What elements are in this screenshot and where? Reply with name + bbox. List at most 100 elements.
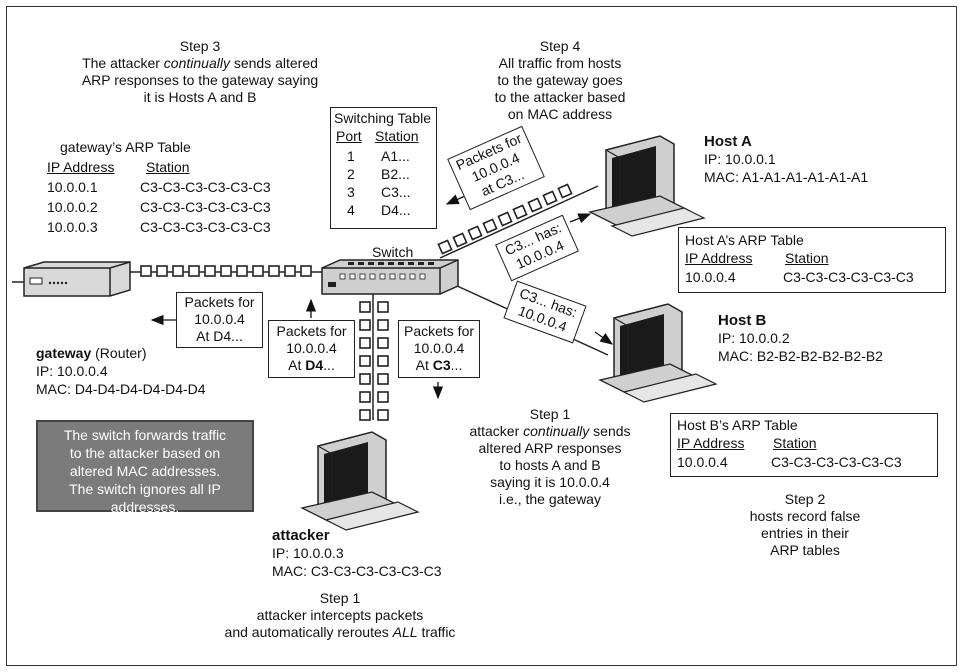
step1-right-line1-emphasis: continually [523,423,590,439]
host-a-name: Host A [704,133,752,150]
host-a-arp-col-station: Station [785,250,829,266]
gateway-arp-row3-ip: 10.0.0.3 [47,219,98,235]
diagram-border [6,6,957,666]
packets-attacker-down-line3-post: ... [450,357,463,373]
step2-line3: ARP tables [770,542,840,558]
packets-attacker-up-line2: 10.0.0.4 [286,340,337,356]
step4-line4: on MAC address [507,106,613,122]
note-line4: The switch ignores all IP [69,481,221,497]
packets-gateway-line1: Packets for [184,294,255,310]
packets-gateway-line2: 10.0.0.4 [194,311,245,327]
note-line2: to the attacker based on [69,445,221,461]
switching-table-row4-port: 4 [347,202,355,218]
step3-line1-post: sends altered [229,55,318,71]
gateway-mac: MAC: D4-D4-D4-D4-D4-D4 [36,381,206,397]
step4-line2: to the gateway goes [497,72,623,88]
packets-gateway-line3: At D4... [196,328,243,344]
step4-line1: All traffic from hosts [498,55,622,71]
step1-right-line1: attacker continually sends [440,423,660,440]
attacker-computer-icon [300,431,420,531]
step1-right-line3: to hosts A and B [499,457,601,473]
cable-switch-hostA [439,185,599,259]
packets-attacker-up-line3-pre: At [288,357,306,373]
attacker-mac: MAC: C3-C3-C3-C3-C3-C3 [272,563,442,579]
step3-line1-emphasis: continually [163,55,230,71]
arrow-packets-hostA [445,194,466,205]
switching-table-row4-station: D4... [381,202,411,218]
step3-line2: ARP responses to the gateway saying [81,72,319,88]
step1-right-line2: altered ARP responses [478,440,622,456]
packets-attacker-up-line1: Packets for [276,323,347,339]
host-a-arp-station: C3-C3-C3-C3-C3-C3 [783,269,914,285]
gateway-arp-row2-ip: 10.0.0.2 [47,199,98,215]
step1-right-title: Step 1 [529,406,571,422]
step1-right-line5: i.e., the gateway [499,491,601,507]
switching-table-row1-station: A1... [381,148,410,164]
step3-line3: it is Hosts A and B [143,89,257,105]
host-b-mac: MAC: B2-B2-B2-B2-B2-B2 [718,348,883,364]
host-b-arp-ip: 10.0.0.4 [677,454,728,470]
packets-attacker-down-line1: Packets for [403,323,475,339]
gateway-role: (Router) [91,345,147,361]
step3-line1-pre: The attacker [82,55,164,71]
host-b-ip: IP: 10.0.0.2 [718,330,790,346]
gateway-arp-col-station: Station [146,159,190,175]
host-a-arp-title: Host A’s ARP Table [685,232,804,248]
switching-table-row2-port: 2 [347,166,355,182]
host-b-arp-col-station: Station [773,435,817,451]
note-line5: addresses. [110,499,180,515]
step1-right-line1-post: sends [589,423,631,439]
switching-table: Switching Table Port Station 1 A1... 2 B… [330,107,437,229]
switching-table-col-station: Station [375,128,419,144]
step1-bottom-line2-emphasis: ALL [392,624,418,640]
switch-icon [321,259,459,295]
step3-title: Step 3 [179,38,221,54]
step1-bottom-line2: and automatically reroutes ALL traffic [200,624,480,641]
packet-stream-gateway [140,265,312,277]
step2-line1: hosts record false [749,508,861,524]
switch-label: Switch [372,244,414,260]
gateway-ip: IP: 10.0.0.4 [36,363,108,379]
router-icon [23,261,131,297]
host-a-computer-icon [588,135,706,237]
step4-line3: to the attacker based [494,89,626,105]
host-b-name: Host B [718,312,767,329]
packets-attacker-down-box: Packets for 10.0.0.4 At C3... [398,320,480,378]
gateway-name: gateway [36,345,92,361]
arrow-arp-hostB [594,331,614,345]
note-line1: The switch forwards traffic [63,427,227,443]
packets-attacker-up-line3: At D4... [269,357,354,374]
step3-line1: The attacker continually sends altered [50,55,350,72]
host-b-arp-col-ip: IP Address [677,435,745,451]
host-b-arp-station: C3-C3-C3-C3-C3-C3 [771,454,902,470]
host-b-arp-table: Host B’s ARP Table IP Address Station 10… [670,413,938,477]
packets-attacker-down-line3: At C3... [399,357,479,374]
step2-line2: entries in their [761,525,849,541]
arrow-arp-hostA [569,213,592,224]
packets-attacker-up-box: Packets for 10.0.0.4 At D4... [268,320,355,378]
packets-attacker-down-line3-bold: C3 [432,357,451,373]
gateway-arp-row1-station: C3-C3-C3-C3-C3-C3 [140,179,271,195]
packets-attacker-up-line3-bold: D4 [305,357,324,373]
packets-attacker-down-line3-pre: At [415,357,433,373]
host-a-mac: MAC: A1-A1-A1-A1-A1-A1 [704,169,869,185]
gateway-arp-row3-station: C3-C3-C3-C3-C3-C3 [140,219,271,235]
host-a-arp-col-ip: IP Address [685,250,753,266]
attacker-ip: IP: 10.0.0.3 [272,545,344,561]
step1-bottom-title: Step 1 [319,590,361,606]
switching-table-title: Switching Table [334,110,432,126]
switching-table-row3-port: 3 [347,184,355,200]
switching-table-row2-station: B2... [381,166,410,182]
gateway-arp-row1-ip: 10.0.0.1 [47,179,98,195]
packet-stream-attacker [359,301,389,421]
host-a-arp-table: Host A’s ARP Table IP Address Station 10… [678,227,946,293]
step1-bottom-line1: attacker intercepts packets [256,607,424,623]
host-a-arp-ip: 10.0.0.4 [685,269,736,285]
step1-right-line1-pre: attacker [469,423,524,439]
step1-bottom-line2-post: traffic [417,624,456,640]
packets-attacker-down-line2: 10.0.0.4 [413,340,465,356]
step1-bottom-line2-pre: and automatically reroutes [224,624,393,640]
step2-title: Step 2 [784,491,826,507]
